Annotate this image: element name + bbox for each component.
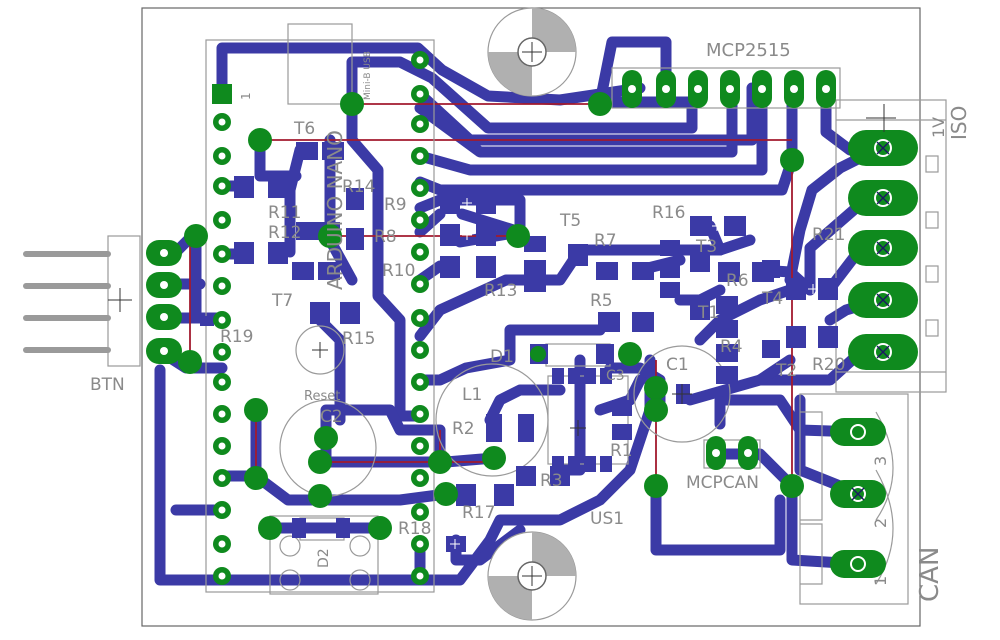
reset-cap-outline [295, 325, 345, 375]
label-t3: T3 [695, 237, 717, 257]
mounting-hole-top [487, 7, 577, 97]
label-r10: R10 [382, 261, 415, 281]
label-r18: R18 [398, 519, 431, 539]
mounting-hole-bottom [487, 531, 577, 621]
label-t7: T7 [271, 291, 293, 311]
label-mini-b-usb: Mini-B USB [363, 51, 373, 100]
label-arduino-nano: ARDUINO NANO [323, 130, 347, 290]
label-c1: C1 [666, 355, 689, 375]
iso-connector-outline [835, 99, 947, 393]
label-pin1-can: 1 [871, 576, 890, 586]
label-btn: BTN [90, 375, 125, 395]
label-t5: T5 [559, 211, 581, 231]
label-r21: R21 [812, 225, 845, 245]
label-mcp2515: MCP2515 [706, 40, 791, 61]
reset-button-outline [269, 515, 379, 595]
can-connector-outline [799, 393, 909, 605]
label-1v: 1V [929, 117, 948, 138]
label-r15: R15 [342, 329, 375, 349]
btn-header-outline [107, 235, 141, 367]
label-d1: D1 [490, 347, 514, 367]
label-t2: T2 [775, 361, 797, 381]
label-t4: T4 [761, 289, 783, 309]
label-pin1-nano: 1 [239, 92, 253, 100]
label-r19: R19 [220, 327, 253, 347]
c1-outline [633, 345, 731, 443]
mcp2515-header-outline [611, 67, 841, 109]
label-r14: R14 [342, 177, 375, 197]
btn-header-pins [23, 251, 111, 353]
pad-holes [160, 56, 830, 580]
label-r2: R2 [452, 419, 475, 439]
smd-pads [200, 142, 838, 552]
label-r1: R1 [610, 441, 633, 461]
label-iso: ISO [947, 106, 971, 140]
label-r3: R3 [540, 471, 563, 491]
label-c2: C2 [320, 407, 343, 427]
label-r9: R9 [384, 195, 407, 215]
label-r16: R16 [652, 203, 685, 223]
label-mcpcan: MCPCAN [686, 473, 759, 493]
label-r13: R13 [484, 281, 517, 301]
label-can: CAN [915, 547, 945, 602]
label-r17: R17 [462, 503, 495, 523]
traces [152, 36, 886, 586]
label-pin3-can: 3 [871, 456, 890, 466]
label-reset: Reset [304, 389, 340, 404]
connector-pad-cross [851, 141, 890, 501]
label-r12: R12 [268, 223, 301, 243]
outlines [107, 23, 947, 605]
label-c3: C3 [606, 368, 625, 384]
label-r5: R5 [590, 291, 613, 311]
origin-markers [108, 104, 896, 436]
label-l1: L1 [462, 385, 482, 405]
label-r20: R20 [812, 355, 845, 375]
label-t6: T6 [293, 119, 315, 139]
connector-pad-holes [850, 139, 892, 572]
label-r4: R4 [720, 337, 743, 357]
label-t1: T1 [697, 303, 719, 323]
label-us1: US1 [590, 509, 624, 529]
label-r6: R6 [726, 271, 749, 291]
label-r11: R11 [268, 203, 301, 223]
label-pin2-can: 2 [871, 518, 890, 528]
usb-connector-outline [287, 23, 353, 105]
label-r8: R8 [374, 227, 397, 247]
label-r7: R7 [594, 231, 617, 251]
label-d2: D2 [316, 548, 332, 568]
smd-center-markers [256, 182, 818, 549]
